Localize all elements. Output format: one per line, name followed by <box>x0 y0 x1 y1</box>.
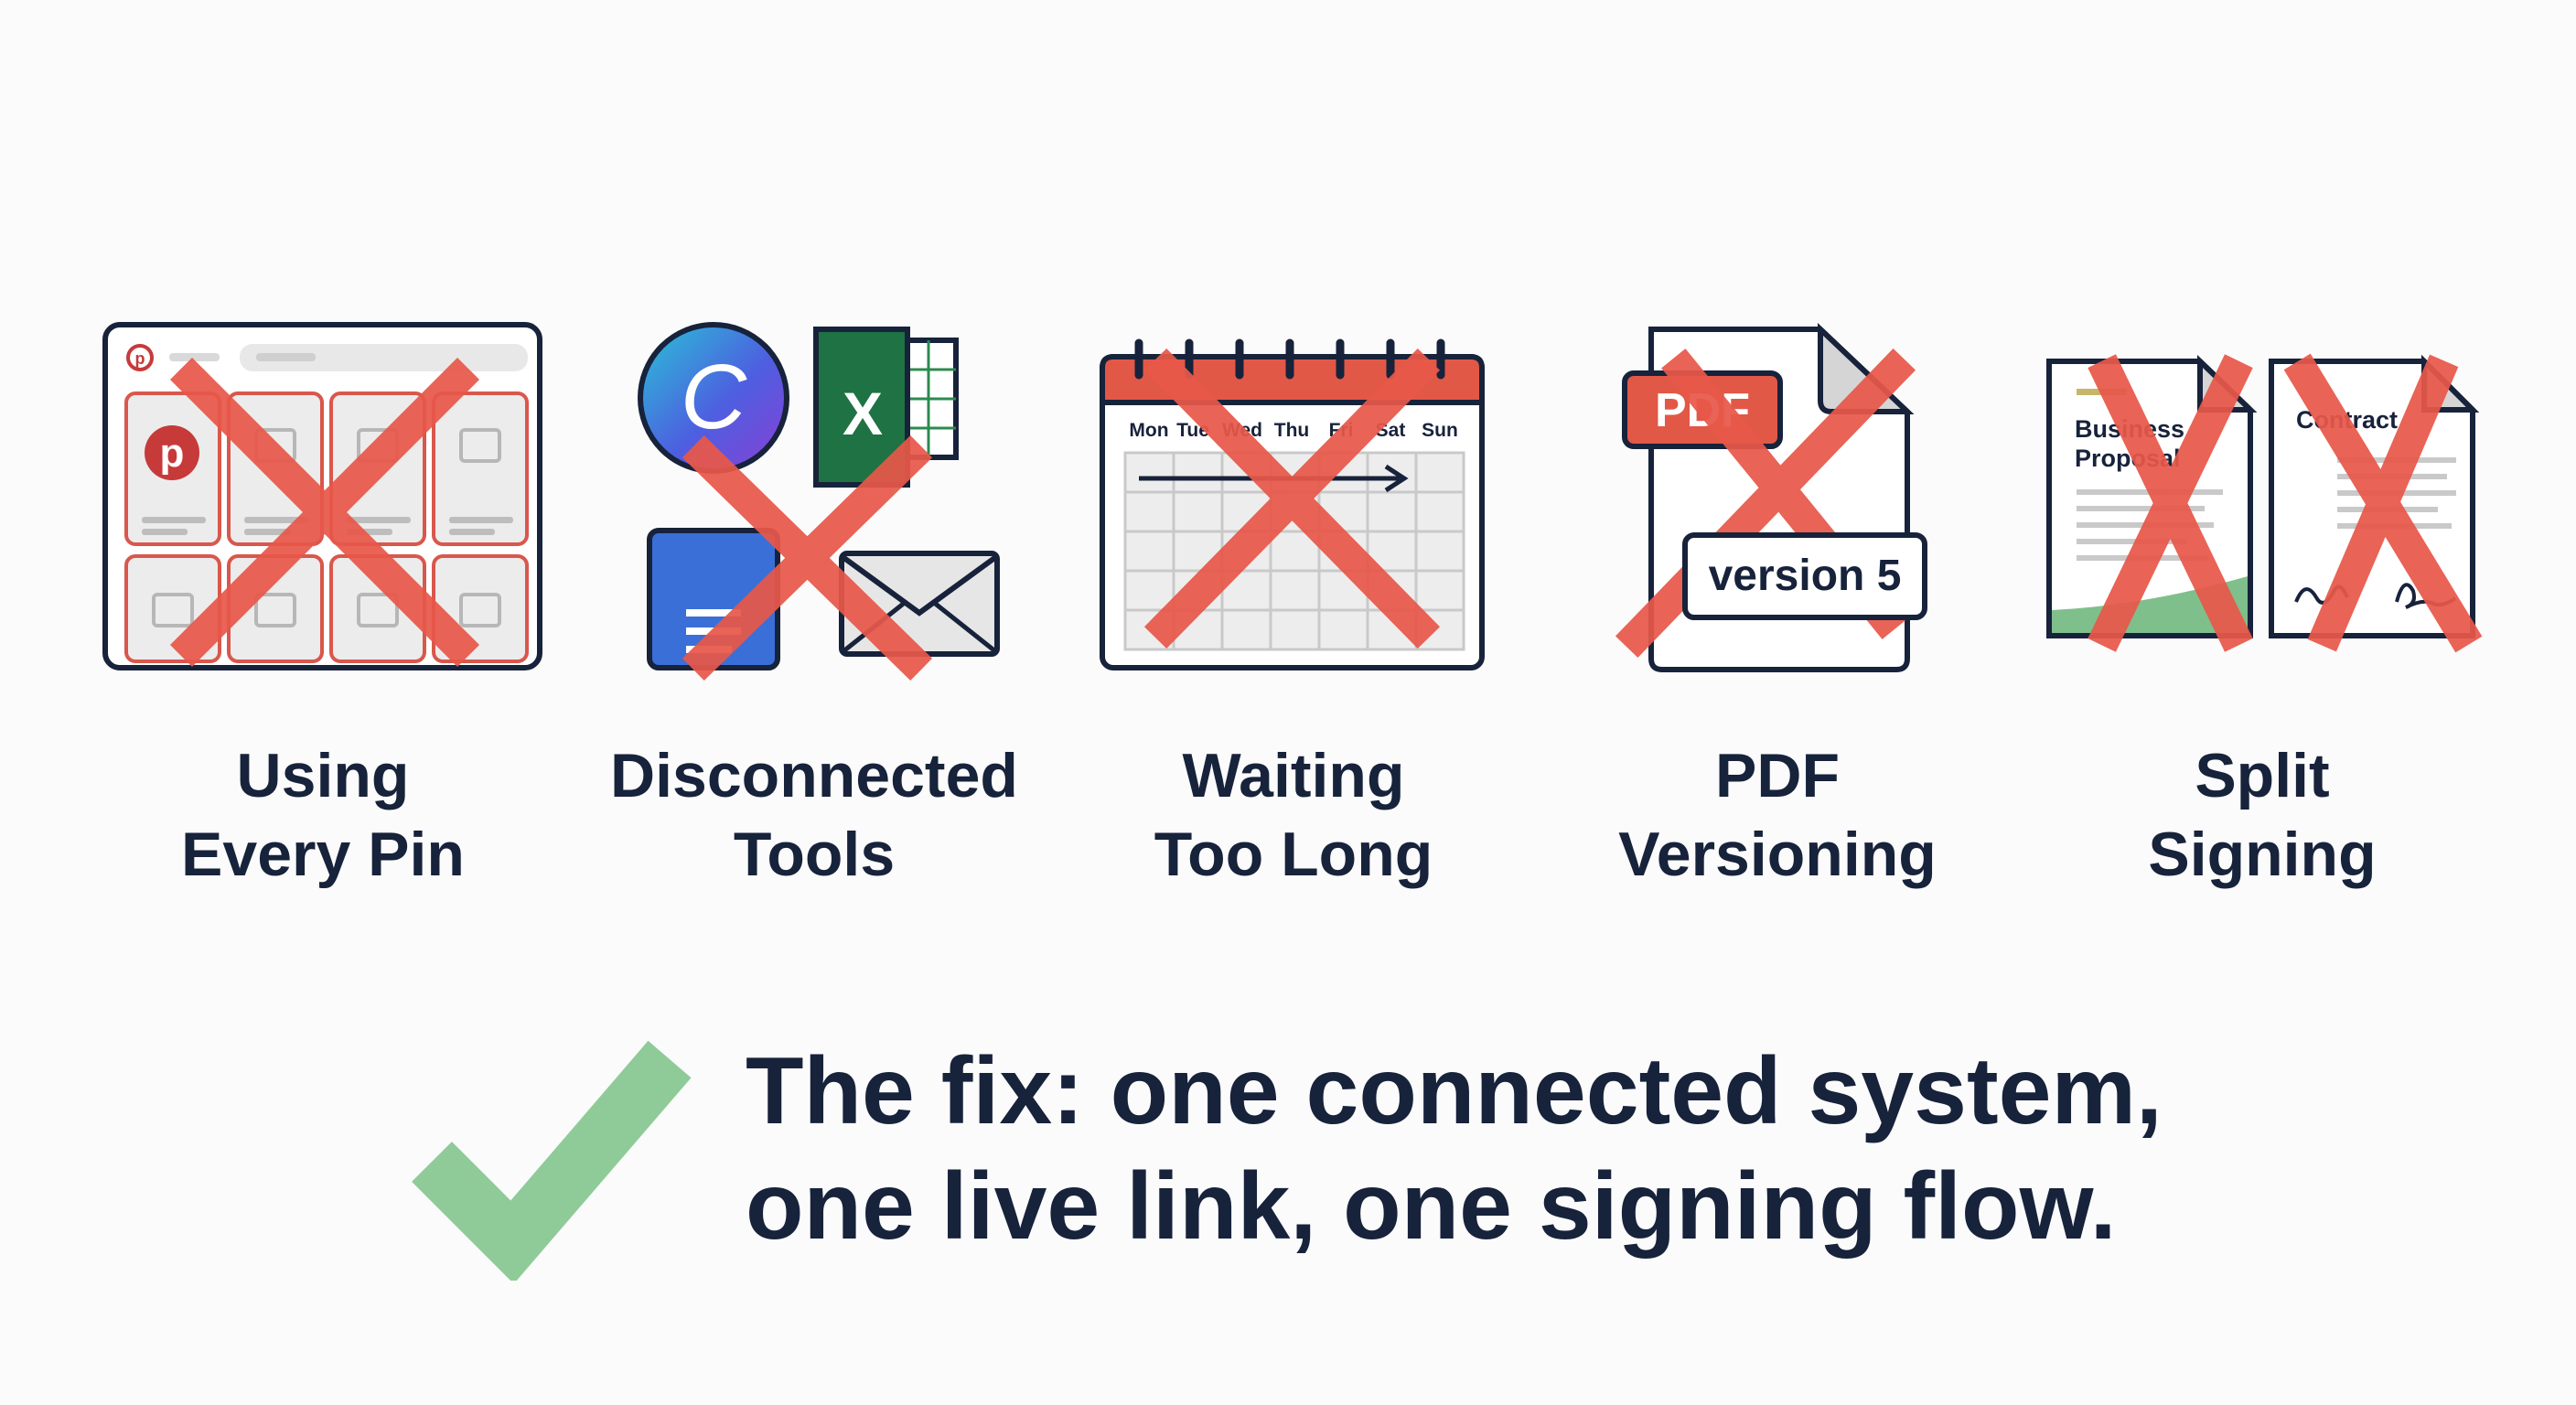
checkmark-icon <box>412 1040 692 1281</box>
caption-line: Every Pin <box>181 820 465 889</box>
panel-disconnected-tools: C X <box>604 311 1079 695</box>
caption-line: Split <box>2195 741 2330 810</box>
cross-x-icon <box>169 357 480 668</box>
pinterest-board-icon: p p <box>102 322 542 670</box>
caption-line: Versioning <box>1618 820 1937 889</box>
calendar-icon: Mon Tue Wed Thu Fri Sat Sun <box>1100 338 1485 670</box>
svg-text:p: p <box>160 431 185 476</box>
caption-split-signing: Split Signing <box>2006 736 2518 894</box>
svg-text:X: X <box>843 380 883 447</box>
svg-text:Thu: Thu <box>1274 420 1309 441</box>
cross-x-icon <box>1143 348 1441 649</box>
caption-line: Too Long <box>1154 820 1433 889</box>
caption-line: PDF <box>1715 741 1840 810</box>
pdf-document-icon: PDF version 5 <box>1615 323 1927 672</box>
cross-x-icon <box>682 434 933 681</box>
svg-text:p: p <box>135 349 145 368</box>
panel-pdf-versioning: PDF version 5 <box>1610 311 2086 695</box>
caption-pdf-versioning: PDF Versioning <box>1521 736 2034 894</box>
caption-line: Waiting <box>1182 741 1405 810</box>
caption-line: Signing <box>2148 820 2377 889</box>
fix-statement: The fix: one connected system, one live … <box>402 1015 2232 1308</box>
caption-line: Disconnected <box>610 741 1018 810</box>
caption-line: Using <box>236 741 410 810</box>
fix-line: The fix: one connected system, <box>746 1038 2163 1144</box>
excel-icon: X <box>813 327 959 488</box>
panel-split-signing: Business Proposal Contract <box>2035 311 2511 695</box>
caption-using-every-pin: Using Every Pin <box>67 736 579 894</box>
svg-text:Sun: Sun <box>1422 420 1458 441</box>
panel-waiting-too-long: Mon Tue Wed Thu Fri Sat Sun <box>1089 311 1564 695</box>
fix-text: The fix: one connected system, one live … <box>746 1034 2163 1264</box>
caption-waiting-too-long: Waiting Too Long <box>1037 736 1550 894</box>
panel-using-every-pin: p p <box>91 311 567 695</box>
fix-line: one live link, one signing flow. <box>746 1153 2117 1260</box>
svg-text:C: C <box>681 346 747 448</box>
caption-disconnected-tools: Disconnected Tools <box>558 736 1070 894</box>
svg-text:Mon: Mon <box>1129 420 1168 441</box>
caption-line: Tools <box>733 820 896 889</box>
canva-icon: C <box>638 322 789 474</box>
svg-text:version 5: version 5 <box>1709 552 1902 600</box>
cross-x-icon <box>2088 353 2483 653</box>
